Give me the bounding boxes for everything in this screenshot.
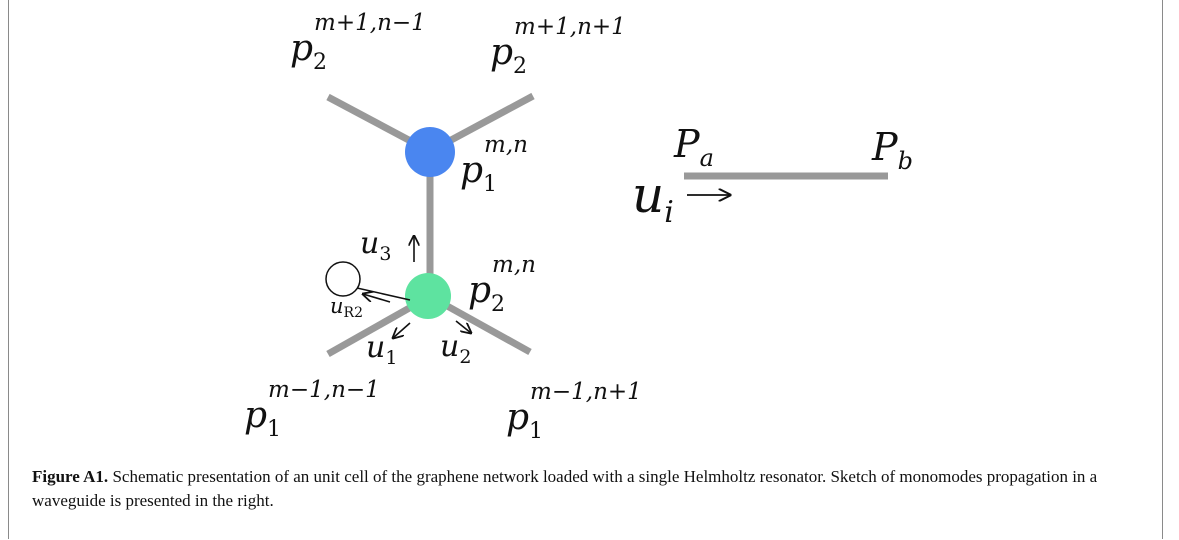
waveguide-ui-label: ui	[632, 166, 674, 230]
u1-label: u1	[366, 330, 397, 369]
caption-text: Schematic presentation of an unit cell o…	[32, 467, 1098, 510]
u3-label: u3	[360, 226, 391, 265]
bottom-left-label: p1m−1,n−1	[244, 377, 380, 442]
figure-caption: Figure A1. Schematic presentation of an …	[32, 465, 1142, 513]
bond-top-left	[326, 93, 422, 150]
node-p1-blue	[405, 127, 455, 177]
graphene-unit-cell-diagram: p1m,n p2m,n p2m+1,n−1 p2m+1,n+1 p1m−1,n−…	[244, 10, 913, 444]
node-p2-label: p2m,n	[468, 252, 536, 317]
node-p1-label: p1m,n	[460, 132, 528, 197]
bond-lines	[326, 92, 535, 358]
bond-top-right	[438, 92, 535, 150]
node-p2-green	[405, 273, 451, 319]
figure-label: Figure A1.	[32, 467, 109, 486]
top-left-label: p2m+1,n−1	[290, 10, 426, 75]
uR2-label: uR2	[330, 294, 363, 321]
uR2-arrow	[363, 294, 391, 303]
top-right-label: p2m+1,n+1	[490, 14, 626, 79]
waveguide-pa-label: Pa	[673, 122, 714, 172]
resonator-neck	[356, 287, 411, 301]
u1-arrow	[393, 322, 411, 338]
bond-bottom-right	[438, 298, 532, 356]
waveguide-pb-label: Pb	[871, 125, 913, 175]
helmholtz-resonator	[325, 261, 361, 297]
bottom-right-label: p1m−1,n+1	[506, 379, 642, 444]
figure-frame	[8, 0, 1163, 539]
u2-label: u2	[440, 329, 471, 368]
u2-arrow	[455, 320, 471, 333]
bond-bottom-left	[326, 298, 422, 358]
